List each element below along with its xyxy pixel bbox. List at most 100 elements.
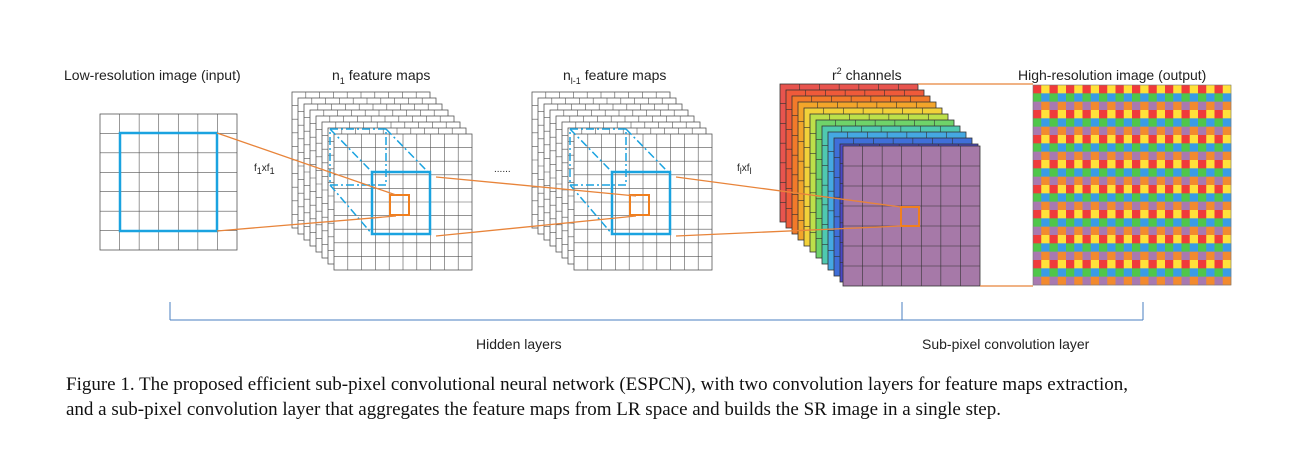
hr-pixel [1206, 101, 1215, 111]
hr-pixel [1189, 135, 1199, 144]
hr-pixel [1099, 268, 1108, 277]
hr-pixel [1082, 251, 1092, 261]
hr-pixel [1049, 210, 1059, 219]
hr-pixel [1222, 126, 1232, 136]
hr-pixel [1181, 168, 1191, 177]
hr-pixel [1156, 243, 1166, 252]
hr-pixel [1206, 135, 1215, 144]
hr-pixel [1049, 151, 1059, 161]
ellipsis-label: ...... [494, 164, 511, 175]
stack2-dashed-diag-3 [569, 184, 613, 235]
hr-pixel [1066, 160, 1075, 169]
hr-pixel [1115, 243, 1125, 252]
stack1-kernel-box [389, 194, 410, 216]
stack2-dashed-diag-1 [569, 128, 613, 173]
stack1-dashed-diag-1 [329, 128, 373, 173]
hr-pixel [1189, 143, 1199, 152]
hr-pixel [1222, 201, 1232, 211]
hr-pixel [1041, 260, 1050, 269]
hr-pixel [1123, 85, 1133, 94]
hr-pixel [1115, 226, 1125, 236]
feature-map-stack-2 [531, 91, 713, 271]
hr-pixel [1041, 268, 1050, 277]
hr-pixel [1198, 176, 1207, 186]
hr-pixel [1074, 135, 1083, 144]
hr-pixel [1140, 185, 1149, 194]
hr-pixel [1214, 243, 1224, 252]
channel-kernel-box [900, 206, 920, 227]
hr-pixel [1181, 110, 1191, 119]
hr-pixel [1140, 143, 1149, 152]
hr-pixel [1049, 251, 1059, 261]
hr-pixel [1123, 201, 1133, 211]
hr-pixel [1156, 143, 1166, 152]
figure-caption: Figure 1. The proposed efficient sub-pix… [66, 372, 1286, 422]
hr-pixel [1132, 85, 1141, 94]
input-label: Low-resolution image (input) [64, 67, 241, 83]
hr-pixel [1140, 243, 1149, 252]
hr-pixel [1198, 118, 1207, 127]
stack1-dashed-diag-2 [385, 128, 429, 173]
hr-pixel [1165, 160, 1174, 169]
hr-pixel [1066, 210, 1075, 219]
hr-pixel [1222, 210, 1232, 219]
hr-pixel [1173, 110, 1182, 119]
hr-pixel [1165, 251, 1174, 261]
hr-pixel [1140, 251, 1149, 261]
hr-pixel [1041, 235, 1050, 244]
connector-s2-bottom [675, 225, 902, 237]
hr-pixel [1214, 151, 1224, 161]
hr-pixel [1148, 201, 1158, 211]
hr-pixel [1148, 276, 1158, 286]
hr-pixel [1057, 201, 1067, 211]
hr-pixel [1189, 276, 1199, 286]
hr-pixel [1206, 268, 1215, 277]
hr-pixel [1057, 151, 1067, 161]
hr-pixel [1123, 218, 1133, 227]
hr-pixel [1033, 101, 1042, 111]
hr-pixel [1082, 135, 1092, 144]
hr-pixel [1181, 151, 1191, 161]
hr-pixel [1041, 201, 1050, 211]
channel-final-frame [842, 145, 981, 287]
output-label: High-resolution image (output) [1018, 67, 1206, 83]
hr-pixel [1057, 101, 1067, 111]
hr-pixel [1049, 126, 1059, 136]
hr-pixel [1115, 260, 1125, 269]
hr-pixel [1156, 276, 1166, 286]
hr-pixel [1132, 260, 1141, 269]
hr-pixel [1099, 160, 1108, 169]
hr-pixel [1222, 101, 1232, 111]
kernel-size-1-label: f1xf1 [254, 163, 275, 176]
stack2-receptive-field [610, 170, 672, 236]
hr-pixel [1066, 276, 1075, 286]
hr-pixel [1074, 143, 1083, 152]
hr-pixel [1033, 185, 1042, 194]
hr-pixel [1090, 168, 1100, 177]
hr-pixel [1049, 268, 1059, 277]
hr-pixel [1090, 135, 1100, 144]
hr-pixel [1173, 176, 1182, 186]
hr-pixel [1165, 218, 1174, 227]
hr-pixel [1082, 85, 1092, 94]
hr-pixel [1074, 101, 1083, 111]
hr-pixel [1115, 201, 1125, 211]
hr-pixel [1115, 85, 1125, 94]
channel-final [842, 145, 981, 287]
hr-pixel [1214, 93, 1224, 102]
hr-pixel [1090, 201, 1100, 211]
hr-pixel [1181, 193, 1191, 202]
subpixel-layer-label: Sub-pixel convolution layer [922, 336, 1090, 352]
hr-pixel [1140, 85, 1149, 94]
hr-pixel [1057, 176, 1067, 186]
hr-pixel [1090, 101, 1100, 111]
hr-pixel [1156, 268, 1166, 277]
hr-pixel [1148, 135, 1158, 144]
hr-pixel [1140, 201, 1149, 211]
hr-pixel [1181, 143, 1191, 152]
hr-pixel [1165, 226, 1174, 236]
hr-pixel [1206, 93, 1215, 102]
hr-pixel [1041, 193, 1050, 202]
hr-pixel [1165, 210, 1174, 219]
hr-pixel [1181, 101, 1191, 111]
